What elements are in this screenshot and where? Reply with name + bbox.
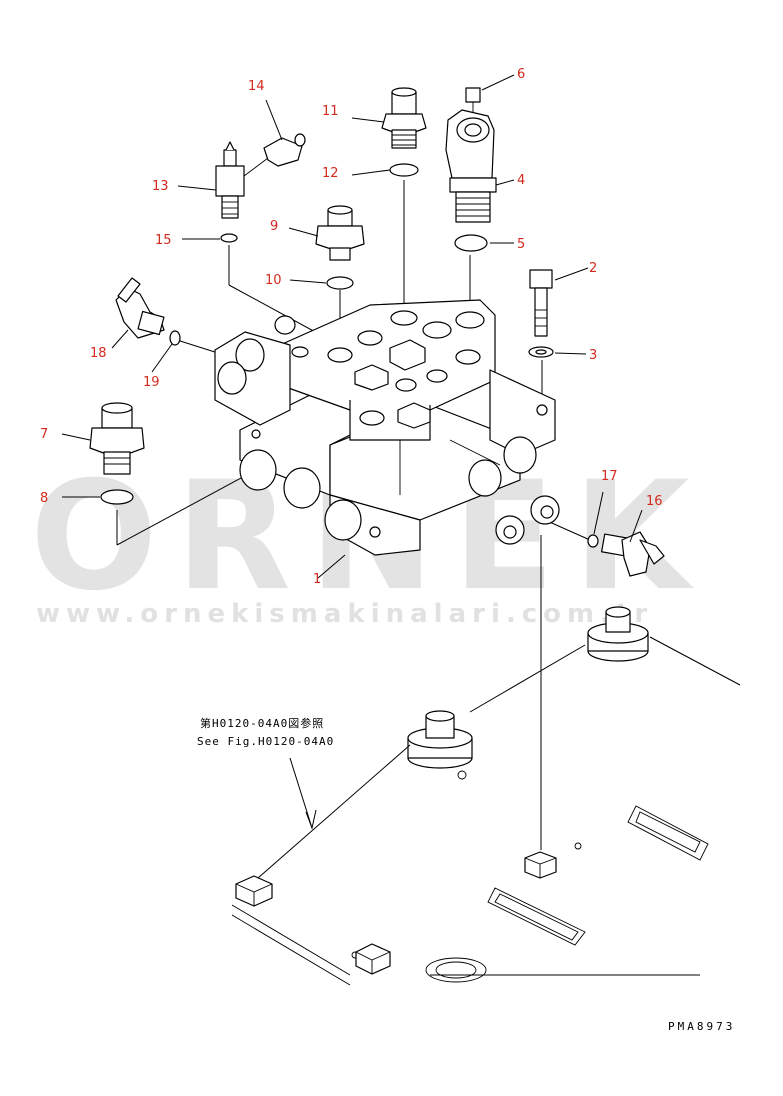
rubber-mount-lower — [407, 710, 473, 769]
frame-plate — [231, 770, 709, 986]
elbow-fitting-16 — [601, 531, 665, 577]
o-ring-19 — [169, 330, 181, 346]
callout-16: 16 — [646, 494, 663, 509]
callout-9: 9 — [270, 219, 278, 234]
rubber-mount-upper — [587, 606, 649, 662]
callout-1: 1 — [313, 572, 321, 587]
callout-17: 17 — [601, 469, 618, 484]
callout-8: 8 — [40, 491, 48, 506]
callout-6: 6 — [517, 67, 525, 82]
o-ring-15 — [220, 233, 238, 243]
connector-7 — [89, 402, 145, 475]
mount-block-left — [235, 875, 273, 907]
fitting-13 — [215, 141, 269, 219]
callout-3: 3 — [589, 348, 597, 363]
elbow-connector-4 — [445, 109, 497, 223]
control-valve-body — [214, 299, 560, 556]
callout-4: 4 — [517, 173, 525, 188]
reference-note-en: See Fig.H0120-04A0 — [197, 735, 334, 748]
bolt-2 — [529, 269, 553, 337]
callouts: 1 2 3 4 5 6 7 8 9 10 11 12 13 14 15 16 1… — [40, 67, 663, 587]
callout-18: 18 — [90, 346, 107, 361]
callout-13: 13 — [152, 179, 169, 194]
callout-7: 7 — [40, 427, 48, 442]
callout-2: 2 — [589, 261, 597, 276]
callout-5: 5 — [517, 237, 525, 252]
callout-15: 15 — [155, 233, 172, 248]
washer-3 — [528, 346, 554, 358]
callout-12: 12 — [322, 166, 339, 181]
elbow-fitting-18 — [115, 277, 165, 339]
watermark-url: www.ornekismakinalari.com.tr — [36, 599, 653, 629]
callout-11: 11 — [322, 104, 339, 119]
callout-10: 10 — [265, 273, 282, 288]
callout-19: 19 — [143, 375, 160, 390]
connector-11 — [381, 87, 427, 149]
o-ring-5 — [454, 234, 488, 252]
o-ring-17 — [587, 534, 599, 548]
grease-nipple-14 — [263, 133, 306, 167]
callout-leaders — [61, 74, 643, 579]
drawing-id: PMA8973 — [668, 1020, 735, 1033]
o-ring-10 — [326, 276, 354, 290]
mount-block-center — [524, 851, 557, 879]
callout-14: 14 — [248, 79, 265, 94]
mount-block-bottom — [355, 943, 391, 975]
o-ring-12 — [389, 163, 419, 177]
reference-note-ja: 第H0120-04A0図参照 — [200, 716, 324, 730]
connector-9 — [315, 205, 365, 261]
o-ring-8 — [100, 489, 134, 505]
reference-note: 第H0120-04A0図参照 See Fig.H0120-04A0 — [197, 716, 334, 748]
